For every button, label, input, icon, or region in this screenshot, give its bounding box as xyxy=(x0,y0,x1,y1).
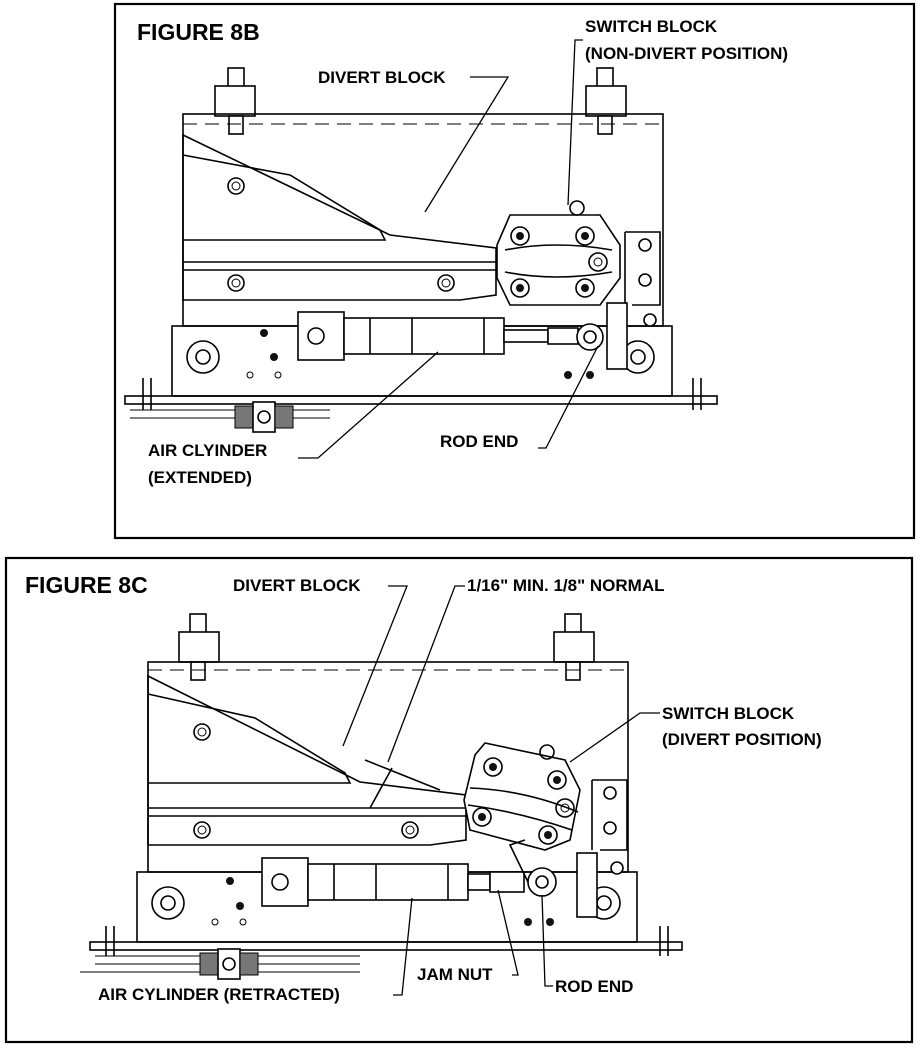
divert-block-leader-8b xyxy=(424,76,510,213)
gap-note-leader-8c xyxy=(387,585,465,763)
rod-end-leader-8c xyxy=(541,894,553,987)
jam-nut-leader-8c xyxy=(497,889,519,976)
gap-note-label-8c: 1/16" MIN. 1/8" NORMAL xyxy=(467,576,665,595)
top-right-bolt-8c xyxy=(553,613,595,681)
divert-block-shape-8c xyxy=(147,674,467,846)
air-fitting-8c xyxy=(199,948,259,980)
figure-8c-frame xyxy=(4,556,914,1044)
air-cylinder-leader-8c xyxy=(393,897,413,996)
figure-8b: FIGURE 8B xyxy=(113,2,916,540)
rod-end-label-8c: ROD END xyxy=(555,977,633,996)
rod-end-label-8b: ROD END xyxy=(440,432,518,451)
switch-block-label-8c-line2: (DIVERT POSITION) xyxy=(662,730,822,749)
divert-block-groove xyxy=(182,154,387,241)
top-left-bolt xyxy=(214,67,256,135)
base-rail-8c xyxy=(89,941,683,951)
divert-block-label-8b: DIVERT BLOCK xyxy=(318,68,446,87)
switch-block-label-8b-line1: SWITCH BLOCK xyxy=(585,17,718,36)
figure-8c: FIGURE 8C xyxy=(4,556,914,1044)
switch-block-label-8c-line1: SWITCH BLOCK xyxy=(662,704,795,723)
jam-nut-label-8c: JAM NUT xyxy=(417,965,493,984)
figure-8b-title: FIGURE 8B xyxy=(137,19,260,45)
top-right-bolt xyxy=(585,67,627,135)
air-cylinder-label-8b-line1: AIR CLYINDER xyxy=(148,441,267,460)
switch-block-leader-8b xyxy=(567,39,583,206)
divert-block-shape xyxy=(182,133,497,301)
air-cylinder-label-8b-line2: (EXTENDED) xyxy=(148,468,252,487)
figure-8c-assembly xyxy=(80,613,683,980)
figure-8b-frame xyxy=(113,2,916,540)
switch-block-leader-8c xyxy=(569,712,660,763)
base-rail xyxy=(124,395,718,405)
air-cylinder-label-8c: AIR CYLINDER (RETRACTED) xyxy=(98,985,340,1004)
rod-end-leader-8b xyxy=(538,345,599,449)
top-left-bolt-8c xyxy=(178,613,220,681)
air-cylinder-8b xyxy=(297,311,604,361)
switch-block-label-8b-line2: (NON-DIVERT POSITION) xyxy=(585,44,788,63)
switch-block-8b xyxy=(496,200,621,306)
switch-block-8c xyxy=(463,742,581,851)
air-cylinder-8c xyxy=(261,839,557,907)
figure-8b-assembly xyxy=(124,67,718,433)
figure-8c-title: FIGURE 8C xyxy=(25,572,148,598)
air-fitting-8b xyxy=(234,401,294,433)
air-cylinder-leader-8b xyxy=(298,351,439,459)
divert-block-label-8c: DIVERT BLOCK xyxy=(233,576,361,595)
divert-block-leader-8c xyxy=(342,585,408,747)
